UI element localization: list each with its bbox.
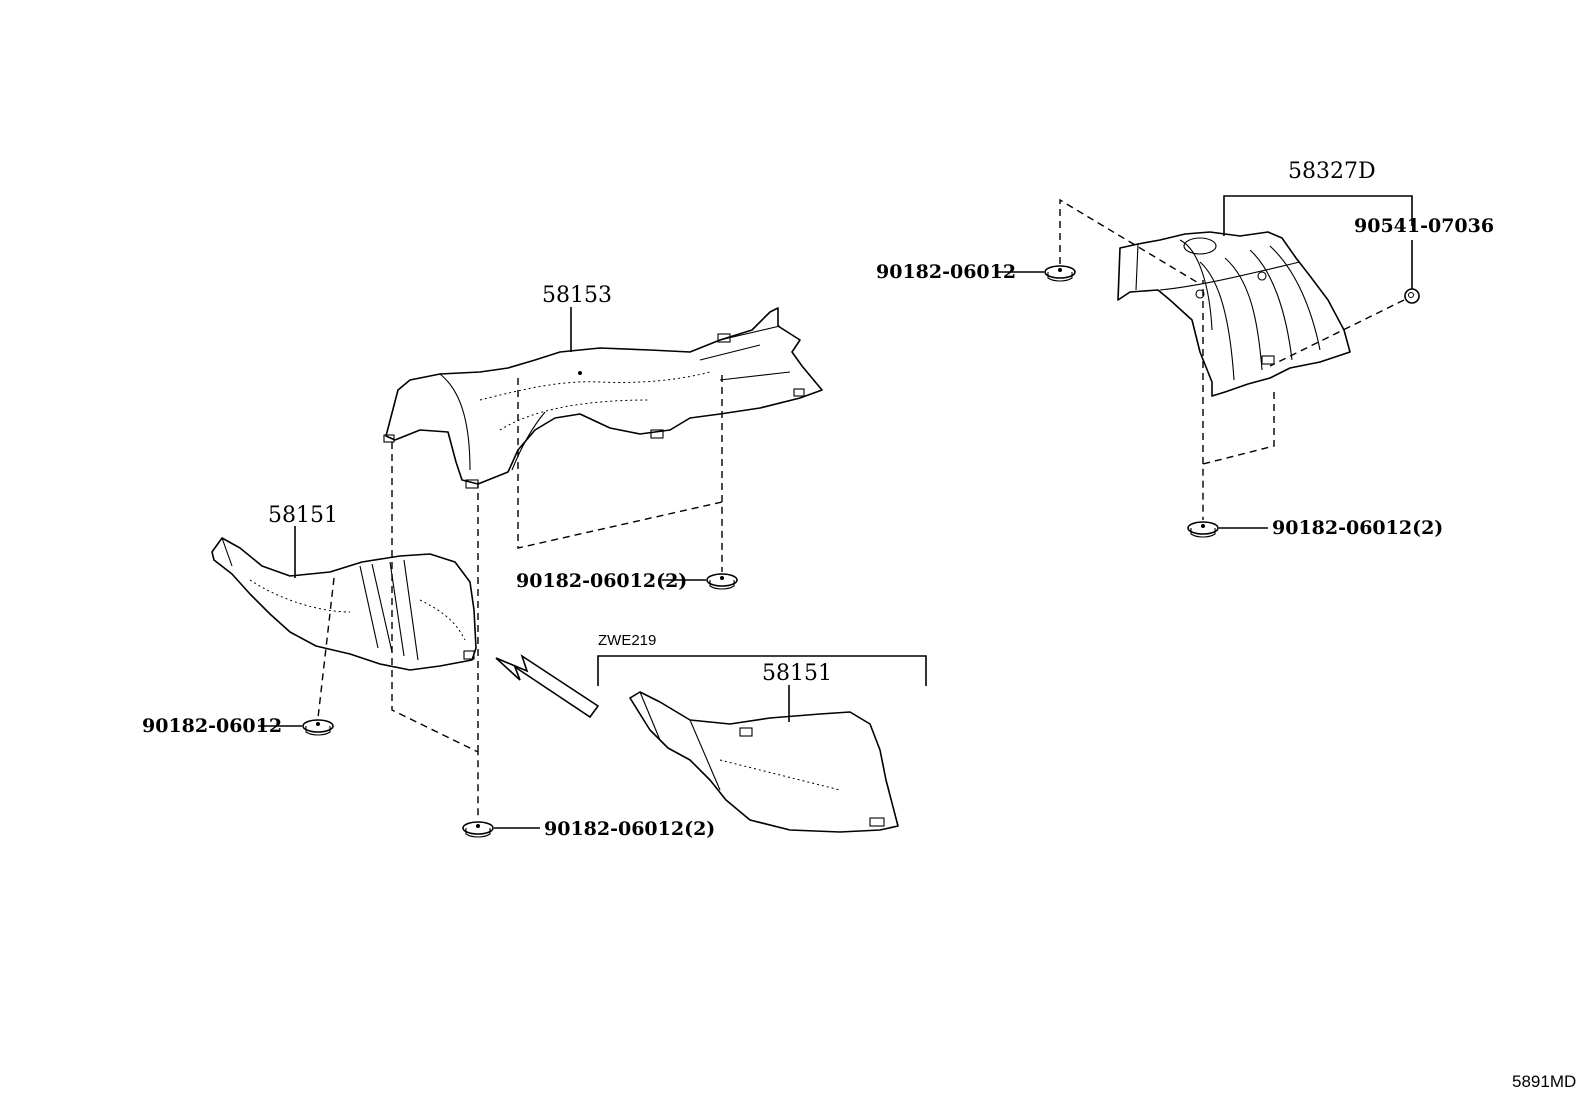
- variant-bracket: [597, 655, 927, 686]
- variant-code: ZWE219: [598, 632, 656, 649]
- clip-upper-right-pair[interactable]: [1187, 521, 1219, 538]
- label-90541-07036: 90541-07036: [1354, 215, 1494, 237]
- assembly-dash-lines: [317, 198, 1405, 820]
- label-clip-left-single: 90182-06012: [142, 715, 282, 737]
- heat-insulator-58153[interactable]: [383, 307, 823, 489]
- clip-bottom-pair[interactable]: [462, 821, 494, 838]
- label-58327d: 58327D: [1288, 159, 1376, 184]
- reference-arrow: [495, 654, 600, 719]
- diagram-code: 5891MD: [1512, 1072, 1576, 1091]
- label-58151-variant: 58151: [762, 661, 832, 686]
- label-clip-center-pair: 90182-06012(2): [516, 570, 687, 592]
- label-58153: 58153: [542, 283, 612, 308]
- heat-insulator-58327d[interactable]: [1117, 231, 1351, 397]
- label-clip-bottom-pair: 90182-06012(2): [544, 818, 715, 840]
- heat-insulator-58151[interactable]: [211, 537, 477, 671]
- heat-insulator-58151-variant[interactable]: [629, 691, 899, 833]
- label-clip-upper-right-single: 90182-06012: [876, 261, 1016, 283]
- bracket-58327d: [1223, 195, 1413, 236]
- label-58151-main: 58151: [268, 503, 338, 528]
- label-clip-upper-right-pair: 90182-06012(2): [1272, 517, 1443, 539]
- clip-left-single[interactable]: [302, 719, 334, 736]
- clip-upper-right-single[interactable]: [1044, 265, 1076, 282]
- nut-90541-07036[interactable]: [1404, 288, 1420, 304]
- clip-center-pair[interactable]: [706, 573, 738, 590]
